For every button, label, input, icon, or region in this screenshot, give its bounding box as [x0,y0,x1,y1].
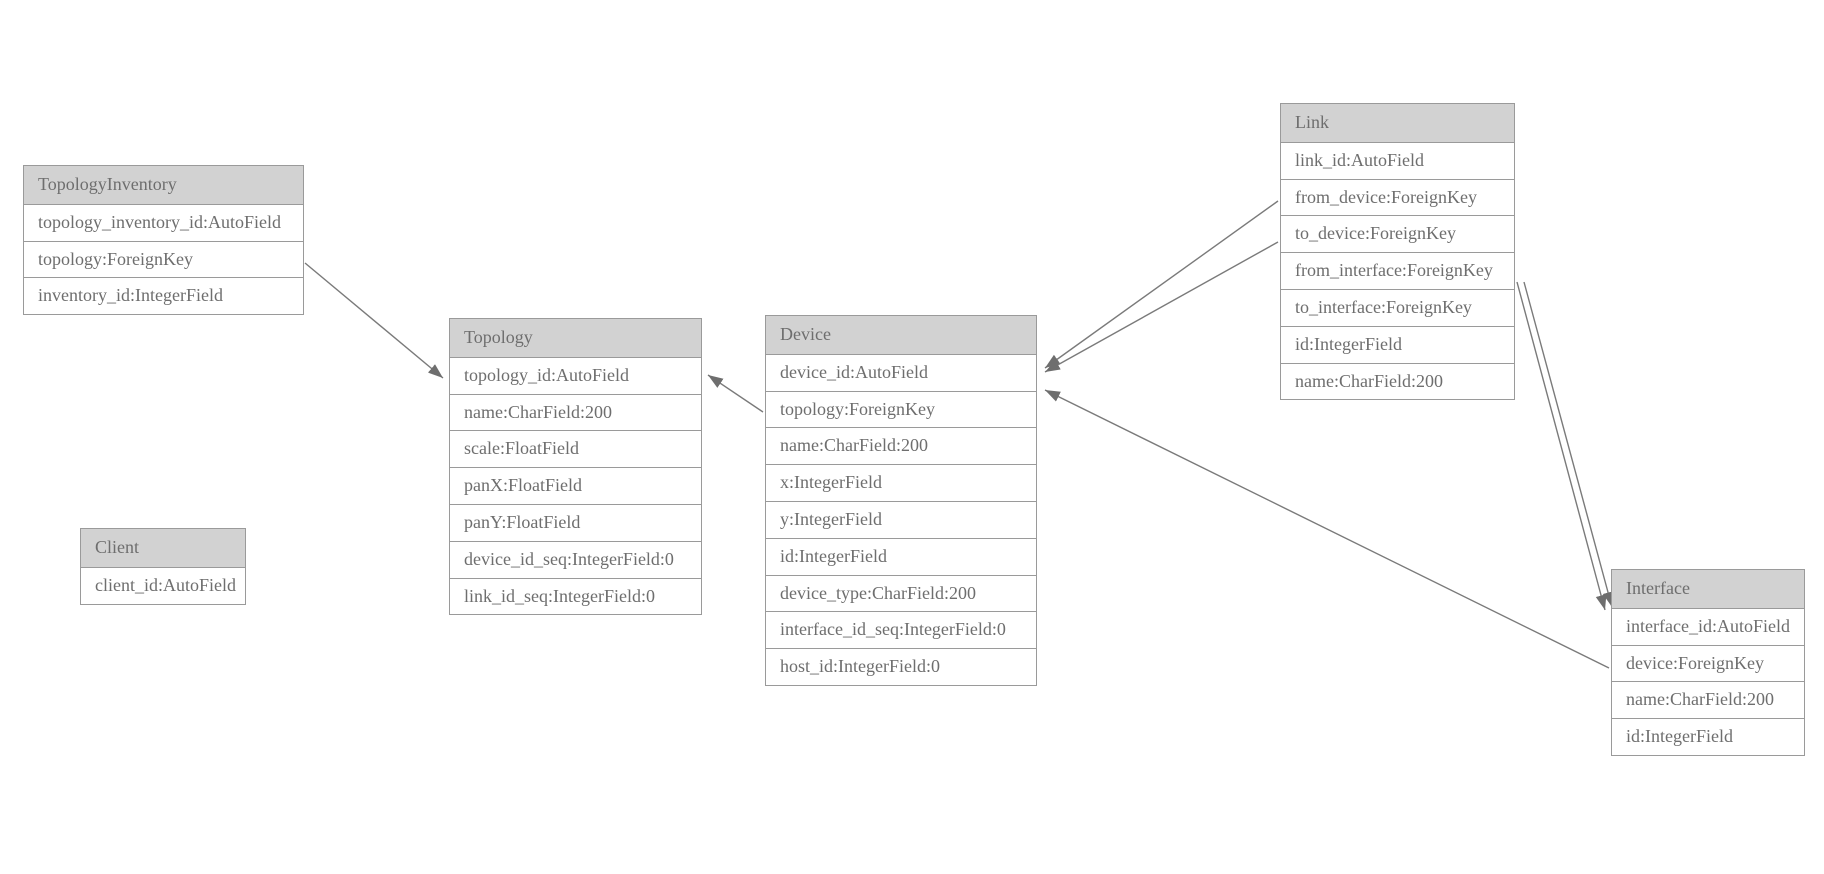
entity-field: client_id:AutoField [81,567,245,604]
edge-link-to-interface [1523,281,1614,608]
entity-field: to_device:ForeignKey [1281,216,1514,254]
entity-field: name:CharField:200 [450,394,701,432]
entity-field: name:CharField:200 [766,428,1036,466]
entity-field: topology_id:AutoField [450,357,701,395]
entity-field: device:ForeignKey [1612,645,1804,683]
entity-field: inventory_id:IntegerField [24,278,303,315]
entity-field: interface_id_seq:IntegerField:0 [766,612,1036,650]
entity-client[interactable]: Client client_id:AutoField [80,528,246,605]
entity-field: panY:FloatField [450,504,701,542]
entity-field: host_id:IntegerField:0 [766,649,1036,685]
entity-interface[interactable]: Interface interface_id:AutoField device:… [1611,569,1805,756]
entity-field: device_id:AutoField [766,354,1036,392]
entity-field: id:IntegerField [766,538,1036,576]
edge-topologyinventory-topology [304,262,444,379]
entity-link[interactable]: Link link_id:AutoField from_device:Forei… [1280,103,1515,401]
entity-field: name:CharField:200 [1281,363,1514,400]
entity-field: id:IntegerField [1281,326,1514,364]
entity-field: topology:ForeignKey [24,241,303,279]
edge-link-from-interface [1516,281,1607,611]
edge-interface-device [1044,389,1610,669]
entity-field: panX:FloatField [450,468,701,505]
entity-field: topology_inventory_id:AutoField [24,204,303,242]
edge-device-topology [707,374,764,413]
edge-link-to-device [1044,241,1279,373]
entity-field: interface_id:AutoField [1612,608,1804,646]
entity-field: to_interface:ForeignKey [1281,289,1514,327]
entity-topologyinventory[interactable]: TopologyInventory topology_inventory_id:… [23,165,304,316]
entity-field: scale:FloatField [450,431,701,469]
entity-title: Device [766,316,1036,355]
entity-title: Interface [1612,570,1804,609]
entity-field: id:IntegerField [1612,719,1804,755]
entity-field: name:CharField:200 [1612,682,1804,720]
entity-device[interactable]: Device device_id:AutoField topology:Fore… [765,315,1037,686]
entity-field: link_id:AutoField [1281,142,1514,180]
entity-field: link_id_seq:IntegerField:0 [450,578,701,615]
entity-topology[interactable]: Topology topology_id:AutoField name:Char… [449,318,702,616]
entity-field: from_interface:ForeignKey [1281,253,1514,290]
entity-title: Client [81,529,245,568]
entity-title: Link [1281,104,1514,143]
edge-link-from-device [1044,200,1279,369]
entity-field: y:IntegerField [766,501,1036,539]
entity-title: TopologyInventory [24,166,303,205]
entity-field: device_id_seq:IntegerField:0 [450,541,701,579]
entity-title: Topology [450,319,701,358]
entity-field: x:IntegerField [766,465,1036,502]
entity-field: topology:ForeignKey [766,391,1036,429]
entity-field: from_device:ForeignKey [1281,179,1514,217]
entity-field: device_type:CharField:200 [766,575,1036,613]
